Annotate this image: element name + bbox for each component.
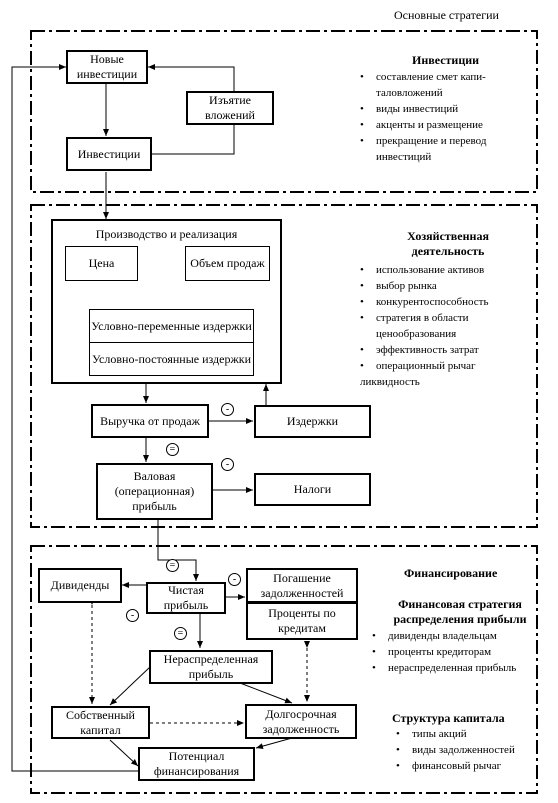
arrow-retained-to-equity <box>109 666 151 706</box>
production-title: Производство и реализация <box>95 227 238 241</box>
retained-earnings-box: Нераспределенная прибыль <box>149 650 273 684</box>
economic-list: использование активов выбор рынка конкур… <box>356 262 534 390</box>
new-investments-box: Новые инвестиции <box>66 50 148 84</box>
arrow-investments-to-withdrawal <box>151 125 235 155</box>
investments-section-title: Инвестиции <box>412 53 480 67</box>
economic-item: операционный рычаг <box>356 358 534 374</box>
investments-section-border <box>30 30 538 193</box>
gross-profit-box: Валовая (операционная) прибыль <box>96 463 213 520</box>
loan-interest-box: Проценты по кредитам <box>246 602 358 640</box>
price-box: Цена <box>65 246 138 281</box>
investments-list: составление смет капи-таловложений виды … <box>356 69 531 165</box>
equals-sign-net: = <box>166 559 179 572</box>
withdrawal-box: Изъятие вложений <box>186 91 274 125</box>
minus-sign-taxes: - <box>221 458 234 471</box>
investments-item: прекращение и перевод инвестиций <box>356 133 531 165</box>
feedback-loop-line <box>11 64 138 772</box>
investments-item: составление смет капи-таловложений <box>356 69 531 101</box>
investments-item: виды инвестиций <box>356 101 531 117</box>
economic-section-title: Хозяйственная деятельность <box>407 229 489 258</box>
equals-sign-gross: = <box>166 443 179 456</box>
financing-item: проценты кредиторам <box>368 644 538 660</box>
net-profit-box: Чистая прибыль <box>146 582 226 614</box>
arrow-retained-to-longterm <box>239 682 293 704</box>
revenue-box: Выручка от продаж <box>91 404 209 438</box>
capital-structure-title: Структура капитала <box>392 711 505 725</box>
economic-item: эффективность затрат <box>356 342 534 358</box>
economic-item: выбор рынка <box>356 278 534 294</box>
long-term-debt-box: Долгосрочная задолженность <box>245 704 357 739</box>
economic-item: конкурентоспособность <box>356 294 534 310</box>
variable-costs-box: Условно-переменные издержки <box>89 309 254 343</box>
sales-volume-box: Объем продаж <box>185 246 270 281</box>
capital-structure-list: типы акций виды задолженностей финансовы… <box>392 726 542 774</box>
capital-structure-item: финансовый рычаг <box>392 758 542 774</box>
financing-item: дивиденды владельцам <box>368 628 538 644</box>
economic-item: стратегия в области ценообразования <box>356 310 534 342</box>
financing-subtitle: Финансовая стратегия распределения прибы… <box>393 597 527 626</box>
economic-item: использование активов <box>356 262 534 278</box>
arrow-gross-to-net <box>157 520 199 581</box>
debt-repayment-box: Погашение задолженностей <box>246 568 358 603</box>
capital-structure-item: виды задолженностей <box>392 742 542 758</box>
minus-sign-debt: - <box>228 573 241 586</box>
minus-sign-revenue: - <box>221 403 234 416</box>
minus-sign-dividends: - <box>126 609 139 622</box>
investments-box: Инвестиции <box>66 137 152 171</box>
financing-item: нераспределенная прибыль <box>368 660 538 676</box>
costs-box: Издержки <box>254 405 371 438</box>
financing-potential-box: Потенциал финансирования <box>138 747 255 781</box>
investments-item: акценты и размещение <box>356 117 531 133</box>
taxes-box: Налоги <box>254 473 371 506</box>
arrow-equity-to-potential <box>109 739 139 767</box>
equals-sign-retained: = <box>174 627 187 640</box>
arrow-withdrawal-to-new <box>148 64 235 92</box>
financing-section-title: Финансирование <box>404 566 498 580</box>
economic-item: ликвидность <box>360 376 420 388</box>
financing-list: дивиденды владельцам проценты кредиторам… <box>368 628 538 676</box>
dividends-box: Дивиденды <box>38 568 122 603</box>
arrow-longterm-to-potential <box>255 737 293 750</box>
fixed-costs-box: Условно-постоянные издержки <box>89 342 254 376</box>
capital-structure-item: типы акций <box>392 726 542 742</box>
equity-box: Собственный капитал <box>51 706 150 739</box>
page-header: Основные стратегии <box>394 8 499 22</box>
economic-section-border <box>30 204 538 528</box>
